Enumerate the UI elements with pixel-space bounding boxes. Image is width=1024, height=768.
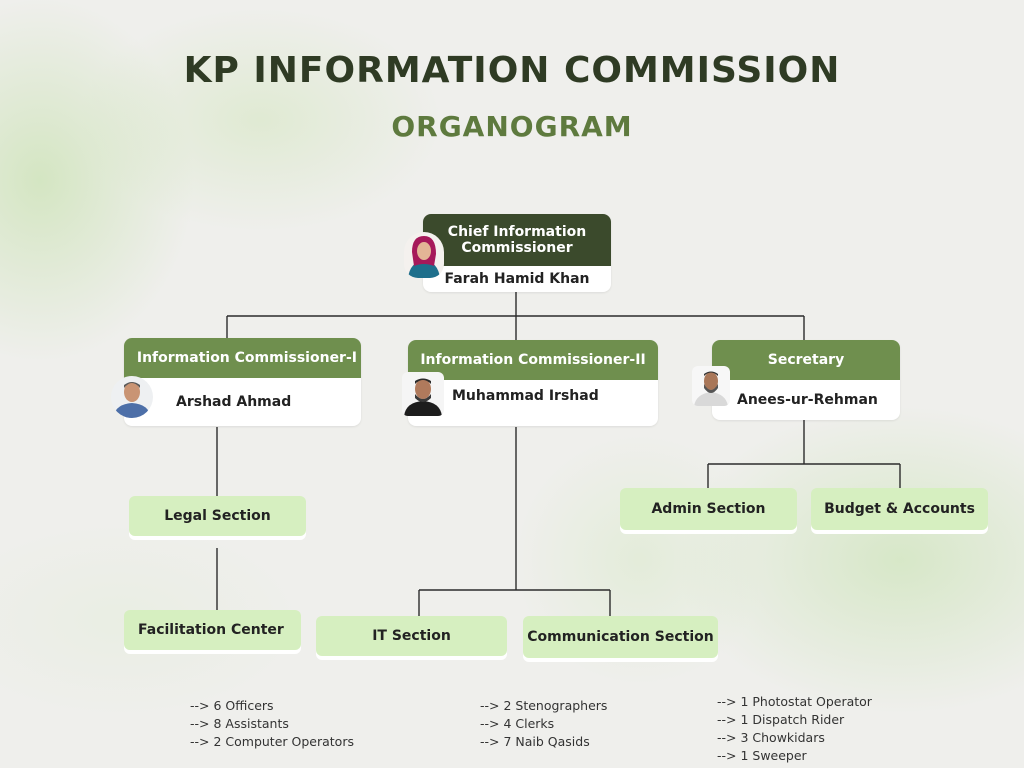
staff-list-3: --> 1 Photostat Operator --> 1 Dispatch … — [717, 693, 872, 765]
commissioner-1-name: Arshad Ahmad — [176, 394, 292, 410]
staff-item: --> 8 Assistants — [190, 716, 289, 731]
staff-item: --> 2 Stenographers — [480, 698, 608, 713]
staff-item: --> 6 Officers — [190, 698, 274, 713]
facilitation-center: Facilitation Center — [124, 610, 301, 650]
budget-accounts-section: Budget & Accounts — [811, 488, 988, 530]
chief-card: Chief Information Commissioner Farah Ham… — [423, 214, 611, 292]
legal-section: Legal Section — [129, 496, 306, 536]
staff-item: --> 3 Chowkidars — [717, 730, 825, 745]
chief-avatar-icon — [404, 232, 444, 278]
staff-item: --> 7 Naib Qasids — [480, 734, 590, 749]
commissioner-2-avatar-icon — [402, 372, 444, 416]
secretary-name: Anees-ur-Rehman — [737, 392, 878, 408]
staff-list-1: --> 6 Officers --> 8 Assistants --> 2 Co… — [190, 697, 354, 751]
staff-item: --> 1 Sweeper — [717, 748, 807, 763]
staff-list-2: --> 2 Stenographers --> 4 Clerks --> 7 N… — [480, 697, 607, 751]
staff-item: --> 1 Photostat Operator — [717, 694, 872, 709]
page-subtitle: ORGANOGRAM — [391, 110, 633, 143]
secretary-avatar-icon — [692, 366, 730, 406]
admin-section: Admin Section — [620, 488, 797, 530]
secretary-role: Secretary — [712, 340, 900, 380]
staff-item: --> 1 Dispatch Rider — [717, 712, 845, 727]
commissioner-2-role: Information Commissioner-II — [408, 340, 658, 380]
chief-name: Farah Hamid Khan — [444, 271, 590, 287]
communication-section: Communication Section — [523, 616, 718, 658]
commissioner-2-name: Muhammad Irshad — [452, 388, 599, 404]
it-section: IT Section — [316, 616, 507, 656]
page-title: KP INFORMATION COMMISSION — [183, 50, 841, 91]
chief-role: Chief Information Commissioner — [423, 214, 611, 266]
staff-item: --> 2 Computer Operators — [190, 734, 354, 749]
secretary-card: Secretary Anees-ur-Rehman — [712, 340, 900, 420]
commissioner-1-role: Information Commissioner-I — [124, 338, 361, 378]
commissioner-1-card: Information Commissioner-I Arshad Ahmad — [124, 338, 361, 426]
commissioner-2-card: Information Commissioner-II Muhammad Irs… — [408, 340, 658, 426]
staff-item: --> 4 Clerks — [480, 716, 555, 731]
commissioner-1-avatar-icon — [111, 376, 153, 418]
